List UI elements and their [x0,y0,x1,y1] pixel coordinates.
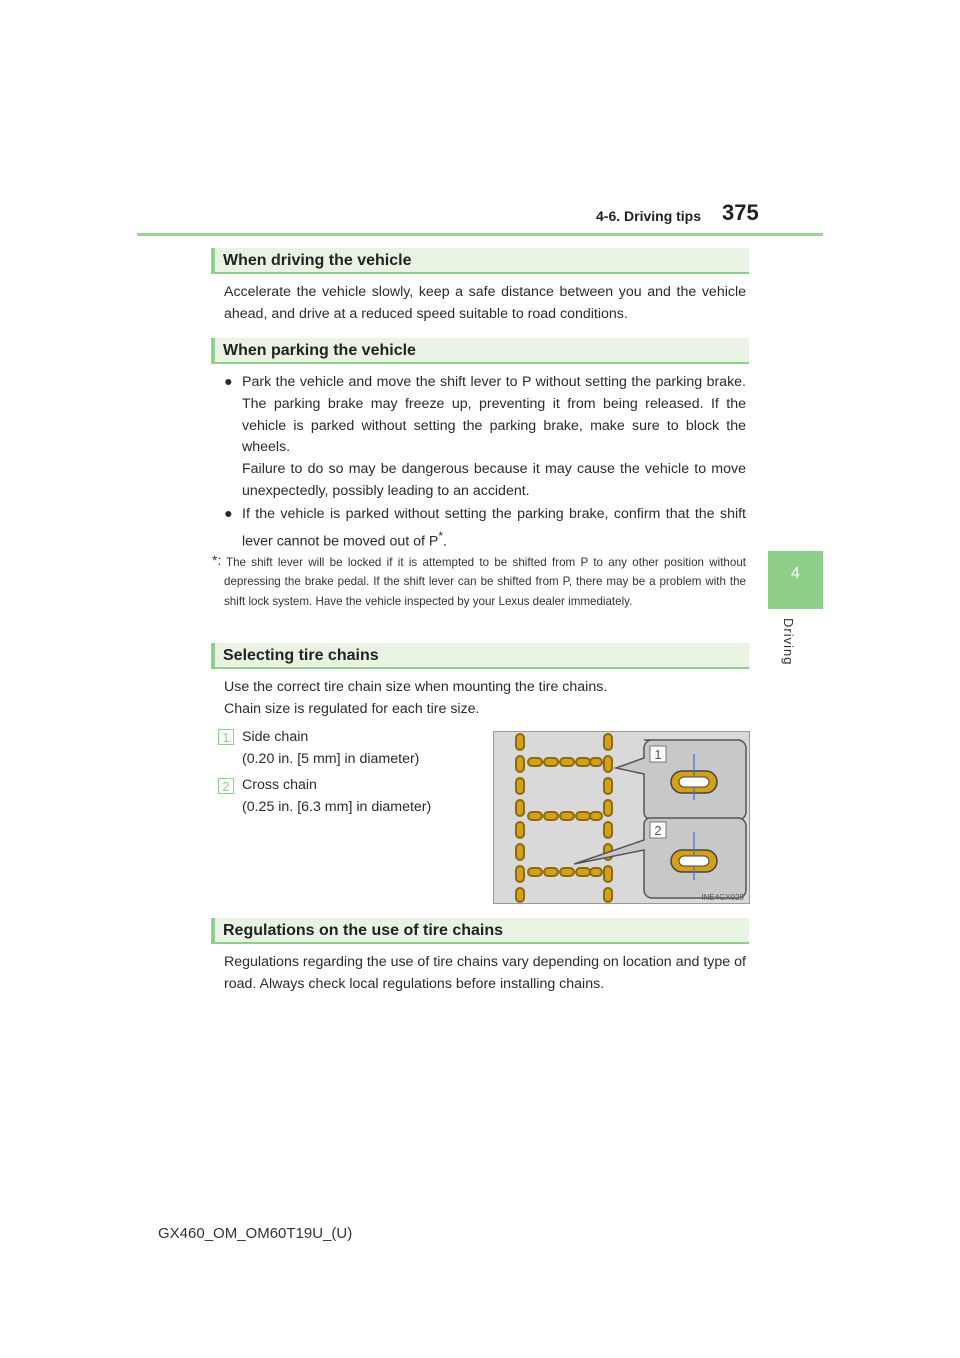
diagram-code: INE4GX029 [701,893,744,902]
header-rule [137,233,823,236]
parking-bullet2-end: . [443,533,447,550]
callout-number: 2 [654,823,661,838]
chapter-tab: 4 [768,551,823,609]
item-number-badge: 1 [218,729,234,745]
tire-chain-diagram: 1 2 INE4GX029 [493,731,750,904]
chains-line1: Use the correct tire chain size when mou… [224,679,608,695]
footnote-star: * [438,528,443,543]
parking-bullet1-warning: Failure to do so may be dangerous becaus… [242,461,746,499]
list-item: ● If the vehicle is parked without setti… [224,504,746,553]
chains-line2: Chain size is regulated for each tire si… [224,701,480,717]
heading-driving: When driving the vehicle [211,248,749,274]
item-number-badge: 2 [218,778,234,794]
footnote-marker: *: [212,552,222,568]
regulations-body: Regulations regarding the use of tire ch… [224,954,746,992]
bullet-icon: ● [224,374,233,390]
bullet-icon: ● [224,506,233,522]
heading-regulations: Regulations on the use of tire chains [211,918,749,944]
list-item: Cross chain (0.25 in. [6.3 mm] in diamet… [242,775,431,819]
list-item: Side chain (0.20 in. [5 mm] in diameter) [242,727,419,771]
heading-chains: Selecting tire chains [211,643,749,669]
chapter-label: Driving [781,618,796,666]
heading-parking: When parking the vehicle [211,338,749,364]
chain-illustration-icon: 1 2 INE4GX029 [494,732,749,903]
side-chain-name: Side chain [242,729,309,745]
parking-bullet1-text: Park the vehicle and move the shift leve… [242,374,746,456]
footnote: *: The shift lever will be locked if it … [212,552,746,611]
page-number: 375 [722,200,759,225]
driving-body: Accelerate the vehicle slowly, keep a sa… [224,284,746,322]
parking-bullet2-text: If the vehicle is parked without setting… [242,506,746,550]
side-chain-detail: (0.20 in. [5 mm] in diameter) [242,750,420,767]
cross-chain-detail: (0.25 in. [6.3 mm] in diameter) [242,798,432,815]
document-code: GX460_OM_OM60T19U_(U) [158,1225,353,1242]
list-item: ● Park the vehicle and move the shift le… [224,372,746,503]
running-header: 4-6. Driving tips [596,208,702,224]
chapter-number: 4 [791,565,800,582]
callout-number: 1 [654,747,661,762]
footnote-text: The shift lever will be locked if it is … [224,556,746,608]
cross-chain-name: Cross chain [242,777,317,793]
